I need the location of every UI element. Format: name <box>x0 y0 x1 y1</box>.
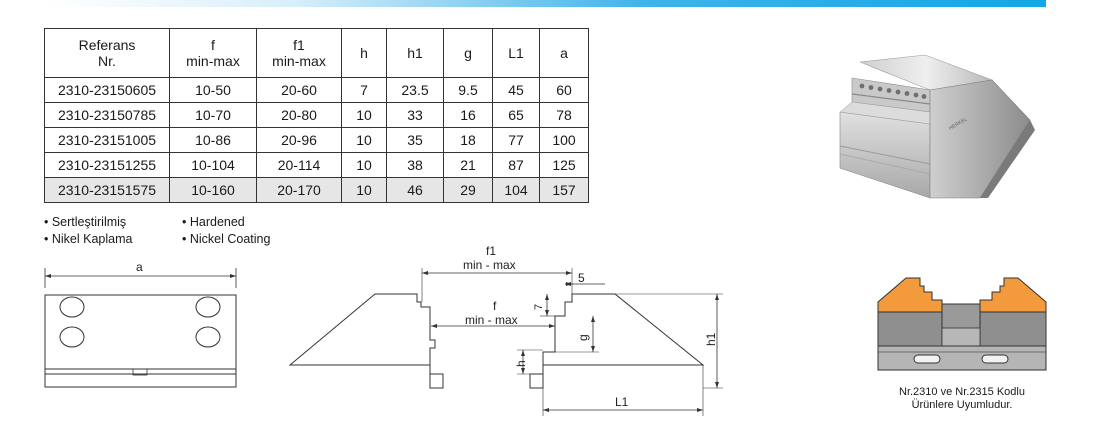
cell-g: 21 <box>443 152 493 178</box>
left-jaw-profile <box>288 293 444 389</box>
label-h1: h1 <box>704 332 718 346</box>
cell-a: 60 <box>539 77 589 103</box>
cell-g: 29 <box>443 177 493 203</box>
right-jaw-orange <box>979 277 1047 313</box>
cell-l1: 45 <box>492 77 540 103</box>
header-a: a <box>539 28 589 78</box>
cell-h: 7 <box>341 77 387 103</box>
cell-f1: 20-170 <box>256 177 342 203</box>
label-l1: L1 <box>615 395 629 409</box>
mounting-hole <box>59 296 85 318</box>
feature-item: • Nikel Kaplama <box>44 232 133 246</box>
label-f: f <box>493 299 497 313</box>
feature-item: • Nickel Coating <box>182 232 271 246</box>
slot-icon <box>981 354 1009 364</box>
cell-h1: 35 <box>386 127 444 153</box>
cell-h: 10 <box>341 177 387 203</box>
table-row: 2310-23150785 10-70 20-80 10 33 16 65 78 <box>44 102 589 128</box>
slot-icon <box>913 354 941 364</box>
cell-a: 100 <box>539 127 589 153</box>
cell-l1: 77 <box>492 127 540 153</box>
table-row: 2310-23151255 10-104 20-114 10 38 21 87 … <box>44 152 589 178</box>
header-l1: L1 <box>492 28 540 78</box>
label-f1-range: min - max <box>463 258 516 272</box>
header-h: h <box>341 28 387 78</box>
mounting-hole <box>59 326 85 348</box>
cell-f1: 20-80 <box>256 102 342 128</box>
feature-item: • Hardened <box>182 215 245 229</box>
vise-rail <box>877 345 1047 371</box>
cell-ref: 2310-23151005 <box>44 127 170 153</box>
features-tr: • Sertleştirilmiş • Nikel Kaplama <box>44 214 132 248</box>
cell-ref: 2310-23150605 <box>44 77 170 103</box>
cell-h: 10 <box>341 102 387 128</box>
label-f1: f1 <box>486 244 496 258</box>
cell-f1: 20-60 <box>256 77 342 103</box>
mounting-hole <box>195 296 221 318</box>
cell-l1: 104 <box>492 177 540 203</box>
cell-f: 10-86 <box>169 127 257 153</box>
cell-f1: 20-114 <box>256 152 342 178</box>
label-g: g <box>576 334 590 341</box>
cell-f1: 20-96 <box>256 127 342 153</box>
left-jaw-orange <box>877 277 943 313</box>
label-7: 7 <box>533 304 545 310</box>
label-h: h <box>514 360 528 367</box>
cell-f: 10-50 <box>169 77 257 103</box>
label-a: a <box>136 260 143 274</box>
cell-g: 18 <box>443 127 493 153</box>
accent-bar <box>46 0 1046 7</box>
features-en: • Hardened • Nickel Coating <box>182 214 270 248</box>
cell-h1: 38 <box>386 152 444 178</box>
header-h1: h1 <box>386 28 444 78</box>
label-f-range: min - max <box>465 313 518 327</box>
cell-a: 125 <box>539 152 589 178</box>
mounting-hole <box>195 326 221 348</box>
cell-ref: 2310-23150785 <box>44 102 170 128</box>
profile-drawing: f1 min - max 5 f min - max 7 g h h1 L1 <box>288 244 723 416</box>
compatibility-caption: Nr.2310 ve Nr.2315 Kodlu Ürünlere Uyumlu… <box>899 386 1025 411</box>
cell-g: 16 <box>443 102 493 128</box>
header-g: g <box>443 28 493 78</box>
vise-illustration <box>877 277 1047 371</box>
cell-l1: 87 <box>492 152 540 178</box>
cell-f: 10-160 <box>169 177 257 203</box>
table-row: 2310-23151575 10-160 20-170 10 46 29 104… <box>44 177 589 203</box>
top-view-drawing: a <box>44 260 237 388</box>
cell-h1: 46 <box>386 177 444 203</box>
cell-ref: 2310-23151255 <box>44 152 170 178</box>
cell-h: 10 <box>341 127 387 153</box>
cell-a: 157 <box>539 177 589 203</box>
cell-g: 9.5 <box>443 77 493 103</box>
cell-ref: 2310-23151575 <box>44 177 170 203</box>
cell-f: 10-104 <box>169 152 257 178</box>
feature-item: • Sertleştirilmiş <box>44 215 127 229</box>
product-photo: HERKEL <box>839 54 1035 199</box>
cell-a: 78 <box>539 102 589 128</box>
cell-h1: 33 <box>386 102 444 128</box>
table-row: 2310-23151005 10-86 20-96 10 35 18 77 10… <box>44 127 589 153</box>
cell-l1: 65 <box>492 102 540 128</box>
cell-f: 10-70 <box>169 102 257 128</box>
cell-h1: 23.5 <box>386 77 444 103</box>
right-jaw-profile <box>529 293 705 389</box>
cell-h: 10 <box>341 152 387 178</box>
label-5: 5 <box>578 271 585 285</box>
table-row: 2310-23150605 10-50 20-60 7 23.5 9.5 45 … <box>44 77 589 103</box>
